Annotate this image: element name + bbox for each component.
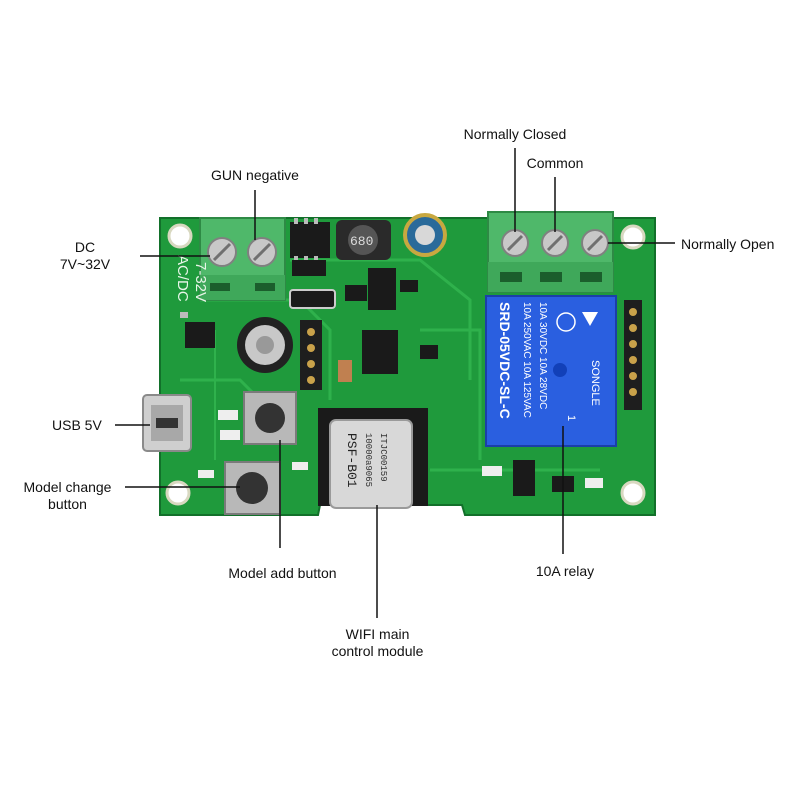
silkscreen-input-label: AC/DC 7-32V <box>174 255 209 302</box>
label-usb: USB 5V <box>52 417 102 433</box>
label-dc: DC 7V~32V <box>45 239 125 273</box>
wifi-module-code2: ITJC00159 <box>378 433 388 482</box>
relay: SRD-05VDC-SL-C 10A 250VAC 10A 125VAC 10A… <box>485 295 617 447</box>
label-normally-open: Normally Open <box>681 236 775 252</box>
model-add-tactile-button <box>243 391 297 445</box>
label-dc-line1: DC <box>74 239 96 255</box>
silk-ac-dc: AC/DC <box>174 255 191 302</box>
label-wifi-line2: control module <box>331 643 424 659</box>
label-gun-negative: GUN negative <box>211 167 299 183</box>
label-10a-relay: 10A relay <box>535 563 595 579</box>
power-components: 680 <box>289 213 447 310</box>
relay-pin-number: 1 <box>565 415 577 421</box>
header-pins <box>624 300 642 410</box>
usb-connector <box>142 394 192 452</box>
wifi-module: ITJC00159 10000a9065 PSF-B01 <box>318 408 428 509</box>
leader-lines <box>115 148 675 618</box>
label-normally-closed: Normally Closed <box>463 126 567 142</box>
small-smd-parts <box>180 312 603 488</box>
silk-voltage: 7-32V <box>192 262 209 302</box>
relay-rating-text-1: 10A 250VAC 10A 125VAC <box>521 302 532 418</box>
relay-brand-text: SONGLE <box>589 360 601 406</box>
label-common: Common <box>526 155 584 171</box>
label-dc-line2: 7V~32V <box>59 256 111 272</box>
wifi-module-code1: 10000a9065 <box>363 433 373 487</box>
inductor-marking: 680 <box>350 234 373 249</box>
label-model-change-line1: Model change <box>23 479 112 495</box>
relay-terminal-block <box>487 211 614 293</box>
dc-terminal-block <box>199 217 286 301</box>
label-model-change-line2: button <box>48 496 87 512</box>
relay-rating-text-2: 10A 30VDC 10A 28VDC <box>537 302 548 409</box>
wifi-module-model: PSF-B01 <box>344 433 359 488</box>
label-model-change: Model change button <box>10 479 125 513</box>
model-change-tactile-button <box>224 461 281 515</box>
label-model-add: Model add button <box>228 565 337 581</box>
electrolytic-capacitor <box>237 317 293 373</box>
label-wifi-line1: WIFI main <box>345 626 410 642</box>
label-wifi: WIFI main control module <box>310 626 445 660</box>
relay-model-text: SRD-05VDC-SL-C <box>497 302 513 419</box>
